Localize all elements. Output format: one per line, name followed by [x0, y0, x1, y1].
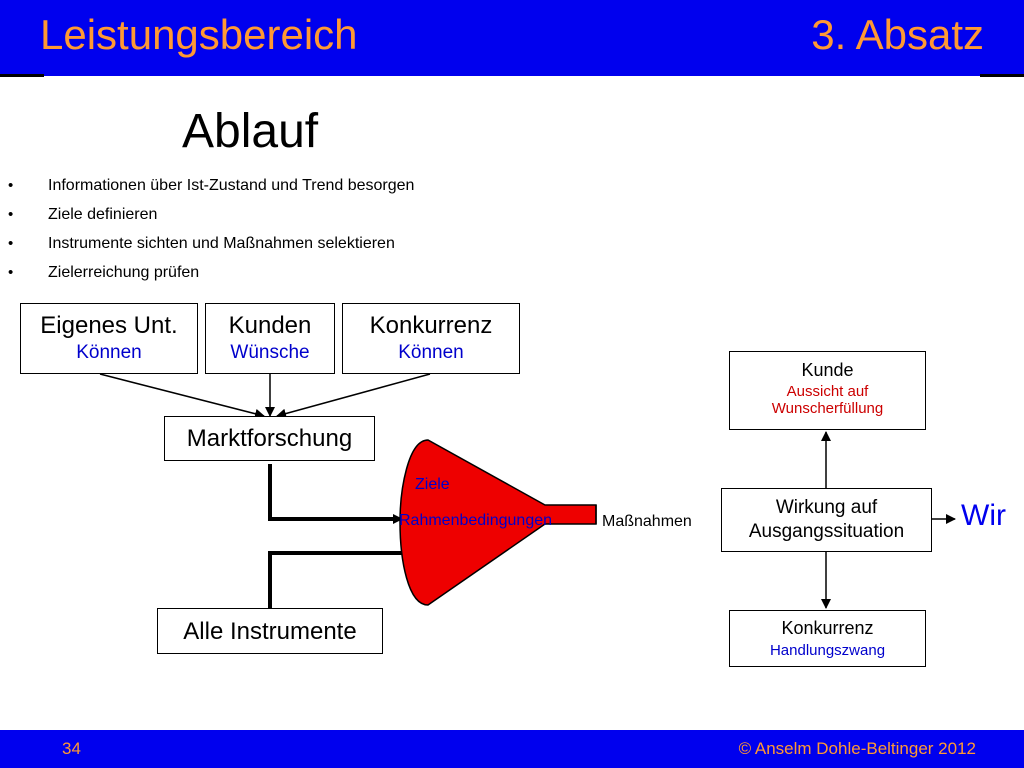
header-underline-right [980, 74, 1024, 77]
box-kunden-title: Kunden [228, 312, 312, 339]
footer-copyright: © Anselm Dohle-Beltinger 2012 [738, 739, 976, 758]
box-kunden: Kunden Wünsche [205, 303, 335, 374]
bullet-list: Informationen über Ist-Zustand und Trend… [8, 172, 414, 288]
bullet-item: Instrumente sichten und Maßnahmen selekt… [8, 230, 414, 259]
connector-instrumente-funnel [268, 551, 402, 608]
bullet-item: Zielerreichung prüfen [8, 259, 414, 288]
header-title: Leistungsbereich [40, 11, 358, 58]
alle-instrumente-label: Alle Instrumente [183, 618, 357, 645]
konkurrenz-right-sub: Handlungszwang [769, 642, 886, 659]
marktforschung-label: Marktforschung [186, 425, 353, 452]
page-title: Ablauf [182, 105, 319, 158]
arrow-eigenes-to-marktforschung [99, 373, 265, 419]
box-kunden-sub: Wünsche [230, 342, 310, 363]
konkurrenz-right-title: Konkurrenz [781, 618, 874, 638]
bullet-item: Ziele definieren [8, 201, 414, 230]
arrow-konkurrenz-to-marktforschung [276, 373, 431, 419]
wir-label: Wir [961, 499, 1006, 532]
connector-marktforschung-funnel [268, 464, 396, 521]
box-marktforschung: Marktforschung [164, 416, 375, 461]
box-kunde-right: Kunde Aussicht auf Wunscherfüllung [729, 351, 926, 430]
footer-page-number: 34 [62, 739, 81, 758]
kunde-right-sub1: Aussicht auf [786, 383, 869, 400]
footer-bar: 34 © Anselm Dohle-Beltinger 2012 [0, 730, 1024, 768]
box-konkurrenz-title: Konkurrenz [369, 312, 493, 339]
funnel-label-ziele: Ziele [415, 476, 450, 493]
bullet-item: Informationen über Ist-Zustand und Trend… [8, 172, 414, 201]
kunde-right-sub2: Wunscherfüllung [771, 400, 884, 417]
header-section: 3. Absatz [811, 11, 984, 58]
funnel-label-rahmenbedingungen: Rahmenbedingungen [399, 512, 553, 529]
box-eigenes-sub: Können [76, 342, 142, 363]
header-underline-left [0, 74, 44, 77]
header-bar: Leistungsbereich 3. Absatz [0, 0, 1024, 76]
box-konkurrenz-right: Konkurrenz Handlungszwang [729, 610, 926, 667]
kunde-right-title: Kunde [801, 360, 854, 380]
box-konkurrenz: Konkurrenz Können [342, 303, 520, 374]
box-wirkung: Wirkung auf Ausgangssituation [721, 488, 932, 552]
wirkung-line1: Wirkung auf [775, 497, 878, 518]
box-konkurrenz-sub: Können [398, 342, 464, 363]
box-eigenes-title: Eigenes Unt. [40, 312, 178, 339]
box-eigenes-unternehmen: Eigenes Unt. Können [20, 303, 198, 374]
wirkung-line2: Ausgangssituation [748, 521, 905, 542]
funnel-shape [399, 439, 597, 606]
box-alle-instrumente: Alle Instrumente [157, 608, 383, 654]
massnahmen-label: Maßnahmen [602, 513, 692, 530]
